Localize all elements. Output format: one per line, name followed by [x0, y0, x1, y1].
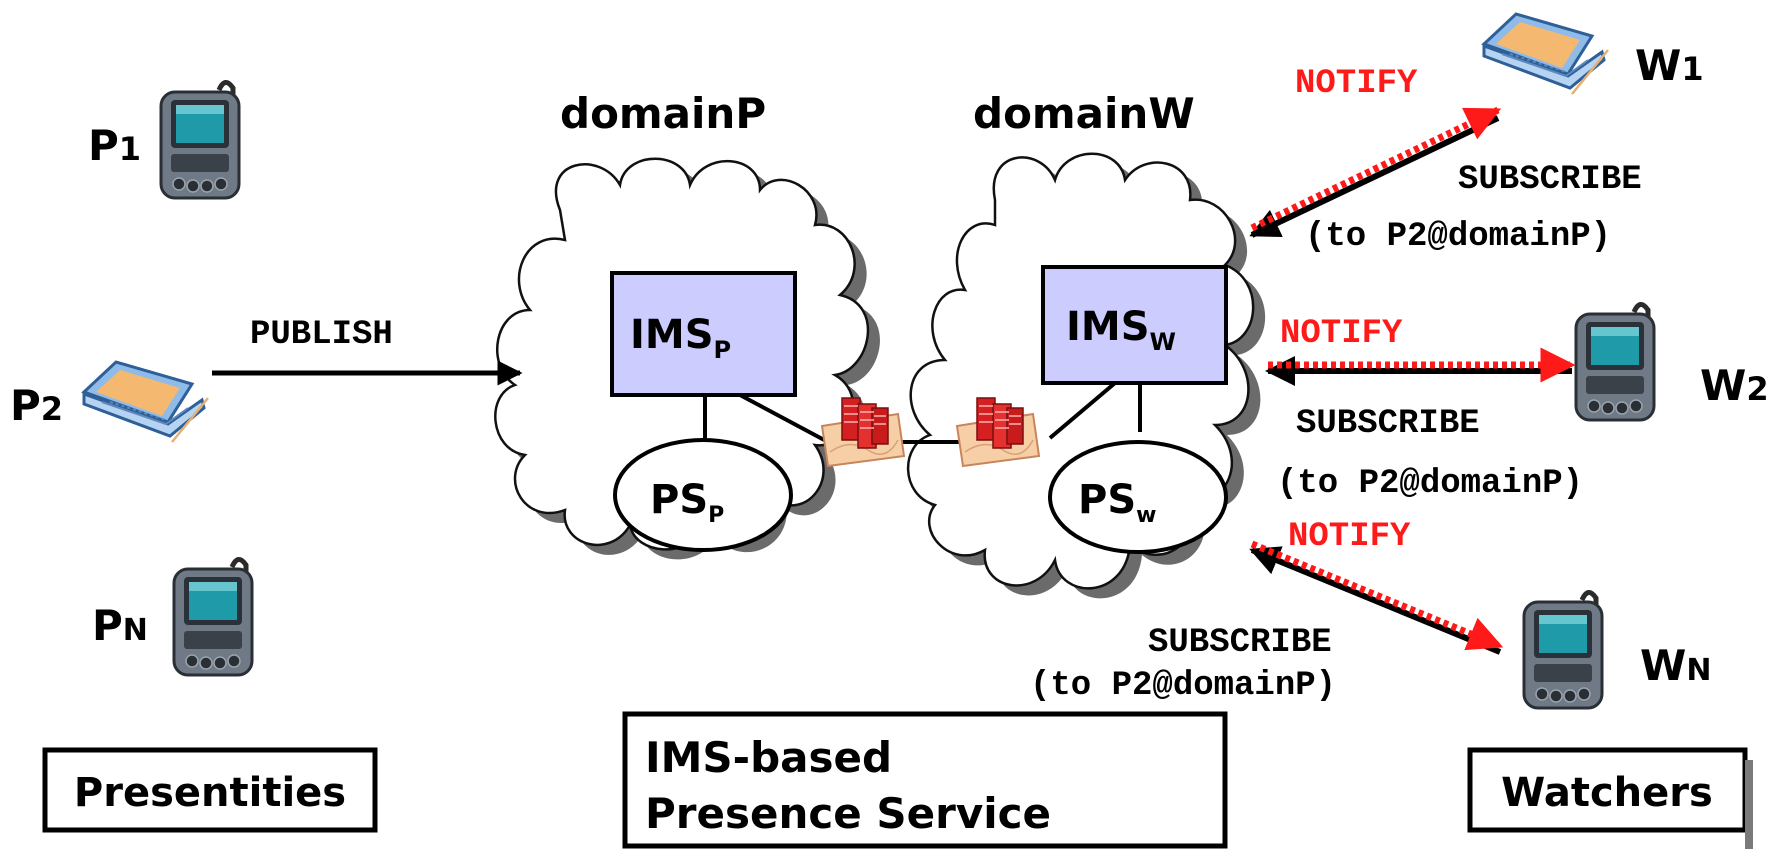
ps-p-node: [613, 438, 793, 552]
ims-service-box: [622, 711, 1228, 849]
publish-label: PUBLISH: [250, 316, 393, 354]
ps-p-label: PSP: [650, 477, 724, 528]
ims-p-box: [610, 271, 797, 397]
wn-subscribe-label: SUBSCRIBE: [1148, 624, 1332, 662]
w1-subscribe-label: SUBSCRIBE: [1458, 161, 1642, 199]
watchers-box: [1467, 747, 1748, 833]
pda-icon: [1524, 592, 1602, 708]
p2-label: P2: [10, 381, 63, 430]
w2-label: W2: [1700, 361, 1769, 410]
w1-target-label: (to P2@domainP): [1305, 218, 1611, 256]
wn-subscribe-arrow: [1249, 546, 1502, 655]
ims-w-label: IMSW: [1066, 304, 1176, 356]
watchers-box-shadow: [1745, 760, 1753, 849]
wn-label: WN: [1640, 641, 1711, 690]
laptop-icon: [82, 360, 210, 444]
domainW-title: domainW: [973, 89, 1195, 138]
pda-icon: [174, 559, 252, 675]
pda-icon: [161, 82, 239, 198]
w1-label: W1: [1635, 41, 1704, 90]
watchers-box-label: Watchers: [1501, 770, 1713, 816]
domainP-title: domainP: [560, 89, 766, 138]
presentities-box-label: Presentities: [74, 770, 346, 816]
laptop-icon: [1482, 12, 1610, 96]
presentities-box: [42, 747, 378, 833]
ps-w-label: PSw: [1078, 477, 1156, 528]
ps-w-node: [1048, 440, 1228, 554]
pda-icon: [1576, 304, 1654, 420]
ims-service-line1: IMS-based: [645, 733, 892, 782]
ims-service-line2: Presence Service: [645, 789, 1051, 838]
domain-links: [703, 381, 1142, 444]
ims-w-box: [1041, 265, 1228, 385]
ims-p-label: IMSP: [630, 312, 731, 364]
wn-notify-label: NOTIFY: [1288, 518, 1411, 556]
wn-target-label: (to P2@domainP): [1030, 667, 1336, 705]
p1-label: P1: [88, 121, 141, 170]
w2-subscribe-label: SUBSCRIBE: [1296, 405, 1480, 443]
w1-notify-arrow: [1250, 106, 1502, 232]
w2-notify-label: NOTIFY: [1280, 315, 1403, 353]
w1-notify-label: NOTIFY: [1295, 65, 1418, 103]
w2-target-label: (to P2@domainP): [1277, 465, 1583, 503]
w1-subscribe-arrow: [1249, 115, 1500, 238]
pn-label: PN: [92, 601, 148, 650]
